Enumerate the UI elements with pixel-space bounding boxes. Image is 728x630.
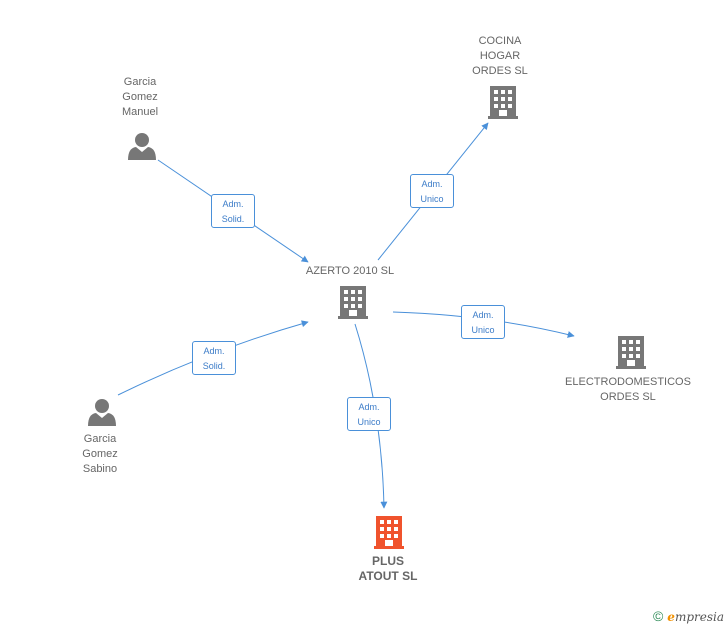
edge-label-azerto-electro: Adm. Unico	[461, 305, 505, 339]
building-icon-highlight[interactable]	[374, 516, 404, 549]
edge-label-azerto-plus: Adm. Unico	[347, 397, 391, 431]
node-label-electro[interactable]: ELECTRODOMESTICOS ORDES SL	[565, 376, 691, 403]
building-icon[interactable]	[338, 286, 368, 319]
edge-label-manuel-azerto: Adm. Solid.	[211, 194, 255, 228]
building-icon[interactable]	[616, 336, 646, 369]
person-icon[interactable]	[88, 399, 116, 426]
edge-label-azerto-cocina: Adm. Unico	[410, 174, 454, 208]
node-label-plus[interactable]: PLUS ATOUT SL	[358, 554, 418, 583]
edge-label-sabino-azerto: Adm. Solid.	[192, 341, 236, 375]
node-label-manuel[interactable]: Garcia Gomez Manuel	[121, 76, 159, 118]
brand-watermark: ©empresia	[653, 608, 724, 624]
node-label-cocina[interactable]: COCINA HOGAR ORDES SL	[472, 35, 528, 77]
person-icon[interactable]	[128, 133, 156, 160]
copyright-icon: ©	[652, 608, 664, 624]
node-label-sabino[interactable]: Garcia Gomez Sabino	[82, 433, 118, 475]
building-icon[interactable]	[488, 86, 518, 119]
node-label-azerto[interactable]: AZERTO 2010 SL	[305, 265, 395, 277]
brand-initial: e	[667, 610, 675, 624]
brand-name: mpresia	[674, 610, 724, 624]
